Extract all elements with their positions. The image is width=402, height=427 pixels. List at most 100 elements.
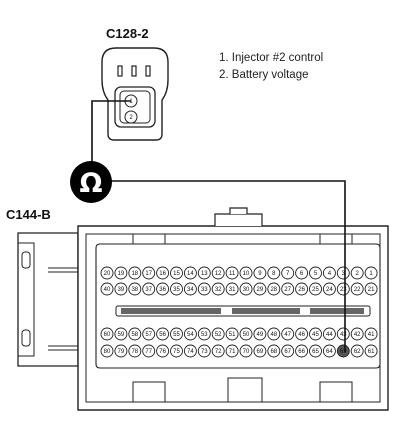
ecm-pin-circle — [281, 327, 295, 341]
ecm-pin-circle — [142, 327, 156, 341]
ecm-pin: 39 — [114, 282, 128, 296]
ecm-pin: 45 — [309, 327, 322, 341]
ecm-pin-label: 32 — [215, 287, 222, 293]
ecm-pin-label: 38 — [131, 287, 138, 293]
ecm-pin-circle — [128, 344, 142, 358]
ecm-pin-label: 39 — [118, 287, 125, 293]
ecm-pin: 47 — [281, 327, 295, 341]
ecm-pin-circle — [211, 282, 225, 296]
ecm-pin-label: 80 — [104, 349, 111, 355]
ecm-pin: 37 — [142, 282, 156, 296]
ecm-pin-circle — [239, 344, 253, 358]
ecm-pin-circle — [100, 327, 114, 341]
ecm-pin: 69 — [253, 344, 267, 358]
ecm-pin: 59 — [114, 327, 128, 341]
ecm-pin-circle — [128, 327, 142, 341]
c128-pin-1-label: 1 — [129, 99, 133, 105]
ecm-pin-label: 28 — [270, 287, 277, 293]
ecm-pin: 6 — [295, 266, 309, 280]
ecm-pin: 17 — [142, 266, 156, 280]
ecm-pin-circle — [364, 327, 378, 341]
ecm-pin-circle — [267, 266, 281, 280]
ecm-pin: 49 — [253, 327, 267, 341]
connector-c144 — [17, 207, 389, 411]
ecm-pin-circle — [350, 327, 364, 341]
ecm-pin-circle — [170, 327, 183, 341]
ecm-pin-circle — [156, 266, 170, 280]
ecm-pin: 29 — [253, 282, 267, 296]
ecm-pin-label: 56 — [159, 332, 166, 338]
ecm-pin-circle — [336, 282, 350, 296]
ecm-pin: 8 — [267, 266, 281, 280]
ecm-pin-circle — [225, 327, 239, 341]
ecm-pin: 53 — [197, 327, 211, 341]
ecm-pin-label: 53 — [201, 332, 208, 338]
ecm-pin-circle — [253, 327, 267, 341]
ecm-pin-label: 24 — [326, 287, 333, 293]
ecm-pin: 73 — [197, 344, 211, 358]
ecm-pin: 77 — [142, 344, 156, 358]
ecm-pin: 48 — [267, 327, 281, 341]
ecm-pin: 3 — [336, 266, 350, 280]
ecm-pin-label: 30 — [243, 287, 250, 293]
ecm-pin-label: 47 — [284, 332, 291, 338]
ecm-pin: 54 — [183, 327, 197, 341]
ecm-pin: 14 — [183, 266, 197, 280]
ecm-pin-label: 64 — [326, 349, 333, 355]
ecm-pin-label: 78 — [131, 349, 138, 355]
ecm-pin-circle — [309, 282, 322, 296]
ecm-pin-circle — [350, 344, 364, 358]
ecm-pin: 13 — [197, 266, 211, 280]
ecm-pin-circle — [364, 266, 378, 280]
ecm-pin-circle — [142, 266, 156, 280]
ecm-pin-label: 8 — [272, 271, 276, 277]
ecm-pin-label: 33 — [201, 287, 208, 293]
ecm-pin: 66 — [295, 344, 309, 358]
ecm-pin-circle — [114, 344, 128, 358]
ecm-pin-label: 74 — [187, 349, 194, 355]
ecm-pin-label: 58 — [131, 332, 138, 338]
ecm-pin-circle — [295, 282, 309, 296]
ecm-pin: 65 — [309, 344, 322, 358]
ecm-pin: 4 — [322, 266, 336, 280]
probe-wires — [91, 100, 346, 352]
ecm-pin-label: 42 — [354, 332, 361, 338]
ecm-pin: 20 — [100, 266, 114, 280]
ecm-pin-circle — [322, 282, 336, 296]
ecm-pin: 44 — [322, 327, 336, 341]
ecm-pin-label: 9 — [258, 271, 262, 277]
connector-c128-label: C128-2 — [106, 26, 149, 41]
ecm-pin: 30 — [239, 282, 253, 296]
ecm-pin-circle — [183, 282, 197, 296]
ecm-pin: 1 — [364, 266, 378, 280]
ecm-pin: 18 — [128, 266, 142, 280]
legend-item-2: 2. Battery voltage — [219, 69, 309, 81]
ecm-pin-circle — [183, 344, 197, 358]
ecm-pin: 80 — [100, 344, 114, 358]
ecm-pin-circle — [322, 266, 336, 280]
ecm-pin: 76 — [156, 344, 170, 358]
connector-c128: 1 2 — [101, 47, 169, 141]
ecm-pin: 32 — [211, 282, 225, 296]
ecm-pin-label: 5 — [314, 271, 318, 277]
ecm-pin: 11 — [225, 266, 239, 280]
ecm-pin: 26 — [295, 282, 309, 296]
wire-to-c144-pin-63 — [108, 180, 346, 352]
ecm-pin: 36 — [156, 282, 170, 296]
ecm-pin: 74 — [183, 344, 197, 358]
ecm-pin-label: 21 — [368, 287, 375, 293]
ecm-pin-label: 46 — [298, 332, 305, 338]
ecm-pin-label: 36 — [159, 287, 166, 293]
ecm-pin-label: 6 — [300, 271, 304, 277]
ecm-pin: 19 — [114, 266, 128, 280]
ecm-pin-circle — [350, 266, 364, 280]
ecm-pin: 64 — [322, 344, 336, 358]
ecm-pin: 40 — [100, 282, 114, 296]
ecm-pin-circle — [197, 327, 211, 341]
ecm-pin-circle — [211, 266, 225, 280]
ecm-pin: 2 — [350, 266, 364, 280]
ecm-pin-circle — [350, 282, 364, 296]
ecm-pin: 43 — [336, 327, 350, 341]
ecm-pin-label: 59 — [118, 332, 125, 338]
